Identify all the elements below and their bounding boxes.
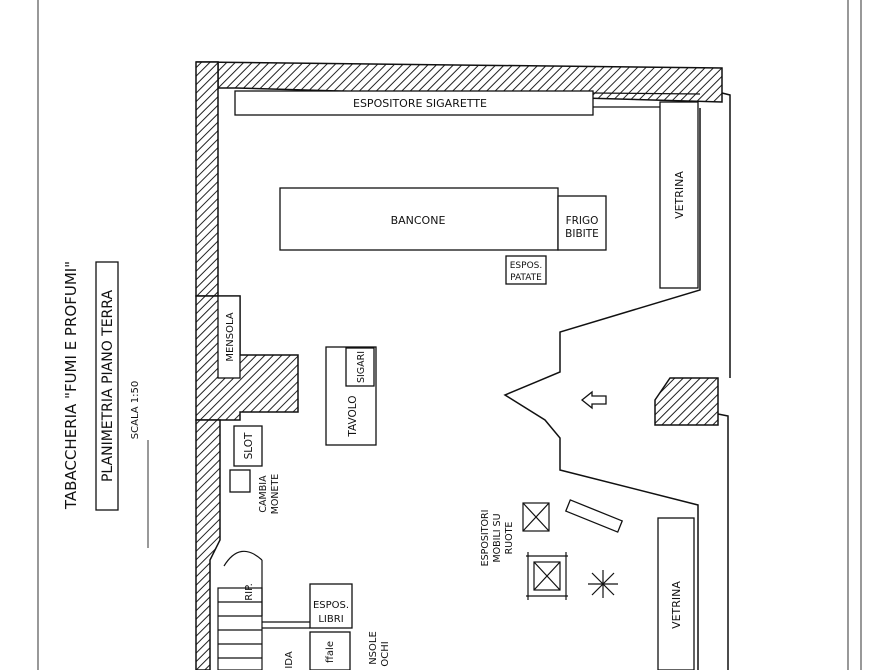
- sigari: [345, 347, 375, 387]
- mensola-label: MENSOLA: [225, 312, 236, 361]
- consolle-line2: OCHI: [380, 641, 391, 666]
- vetrina-bottom-label: VETRINA: [670, 581, 683, 629]
- vetrina-top: [659, 101, 699, 289]
- vetrina-bottom: [657, 517, 695, 670]
- bancone-label: BANCONE: [391, 214, 446, 227]
- espos-libri-line1: ESPOS.: [313, 600, 349, 611]
- staircase: [217, 550, 263, 670]
- espositori-line2: MOBILI SU: [492, 513, 503, 562]
- vetrina-top-label: VETRINA: [673, 171, 686, 219]
- espos-patate: [505, 255, 547, 285]
- document-scale: SCALA 1:50: [130, 381, 141, 439]
- frigo-line1: FRIGO: [566, 215, 599, 227]
- espos-patate-line2: PATATE: [510, 273, 542, 283]
- mensola: [217, 295, 241, 379]
- door-pillar: [654, 377, 719, 426]
- subtitle-box: PLANIMETRIA PIANO TERRA: [95, 261, 119, 511]
- scaffale-label: ffale: [325, 641, 336, 663]
- sigari-label: SIGARI: [356, 351, 367, 383]
- rip-label: RIP.: [244, 583, 255, 601]
- bench-display: [564, 499, 624, 533]
- consolle-line1: NSOLE: [368, 631, 379, 665]
- slot-label: SLOT: [243, 432, 255, 459]
- facade-outline: [503, 92, 731, 670]
- espositore-sigarette-label: ESPOSITORE SIGARETTE: [353, 97, 487, 110]
- document-title: TABACCHERIA "FUMI E PROFUMI": [62, 261, 80, 510]
- rotating-display-large: [526, 552, 568, 600]
- left-wall: [195, 61, 219, 297]
- entrance-arrow-icon: [580, 390, 607, 410]
- left-wall-mid: [195, 295, 299, 421]
- rotating-display-small: [522, 502, 550, 532]
- espos-patate-line1: ESPOS.: [510, 261, 542, 271]
- cambia-line2: MONETE: [270, 474, 281, 515]
- ida-label: IDA: [284, 651, 295, 668]
- scaffale: [309, 631, 351, 670]
- cambia-line1: CAMBIA: [258, 475, 269, 513]
- left-wall-lower: [195, 419, 221, 670]
- document-subtitle: PLANIMETRIA PIANO TERRA: [100, 290, 116, 482]
- cambia-monete: [229, 469, 251, 493]
- star-display-icon: [588, 570, 618, 598]
- slot: [233, 425, 263, 467]
- walls: [195, 61, 723, 670]
- espos-libri: [309, 583, 353, 629]
- espositore-sigarette: [234, 90, 594, 116]
- espositori-line1: ESPOSITORI: [480, 510, 491, 567]
- page-frame: [37, 0, 862, 670]
- frigo-bibite: [557, 195, 607, 251]
- tavolo-label: TAVOLO: [347, 395, 359, 437]
- frigo-line2: BIBITE: [565, 228, 599, 240]
- espositori-line3: RUOTE: [504, 522, 515, 555]
- bancone: [279, 187, 559, 251]
- espos-libri-line2: LIBRI: [318, 614, 343, 625]
